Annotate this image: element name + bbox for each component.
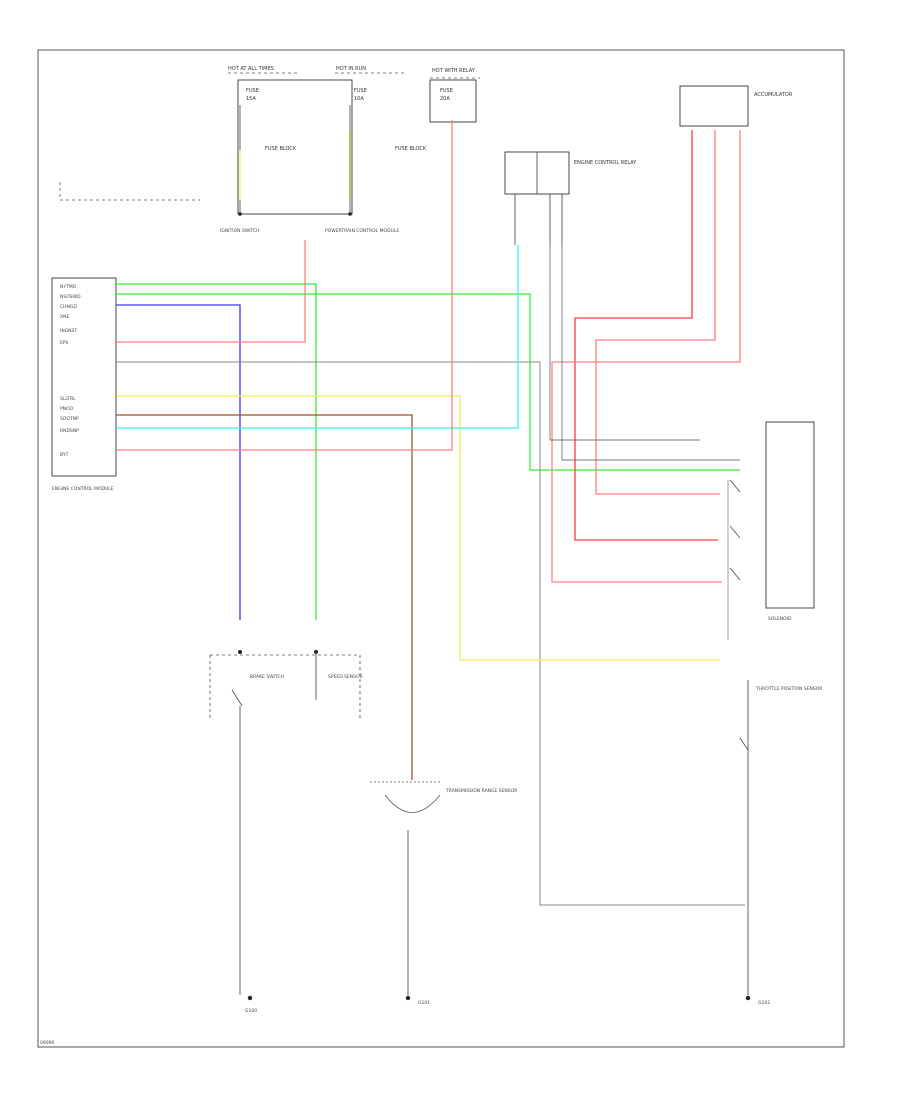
ground-b-label: G101 xyxy=(418,1000,430,1006)
accumulator-label: ACCUMULATOR xyxy=(754,92,793,98)
wire-pink-1 xyxy=(116,240,306,343)
svg-text:SOOTNP: SOOTNP xyxy=(60,416,79,422)
fuse-block-a-label: FUSE BLOCK xyxy=(265,146,297,152)
trans-range-sensor: TRANSMISSION RANGE SENSOR xyxy=(370,781,517,995)
engine-control-module: ENGINE CONTROL MODULE NYTMO NSOSWD CHNGD X… xyxy=(51,182,200,492)
powertrain-label: POWERTRAIN CONTROL MODULE xyxy=(325,228,399,234)
svg-text:XNE: XNE xyxy=(60,314,69,320)
fuse-c-label: FUSE xyxy=(440,88,453,94)
diagram-frame xyxy=(37,49,845,1048)
wire-red-1 xyxy=(574,130,718,541)
wire-green-2 xyxy=(116,293,740,471)
fuse-b-amp: 10A xyxy=(354,96,364,102)
grounds: G100 G101 G102 xyxy=(245,995,770,1014)
wire-blue xyxy=(116,304,241,620)
ground-a-label: G100 xyxy=(245,1008,257,1014)
hot-at-all-times-label: HOT AT ALL TIMES xyxy=(228,66,274,72)
speed-sensor-label: SPEED SENSOR xyxy=(328,674,363,680)
ignition-label: IGNITION SWITCH xyxy=(220,228,260,234)
svg-text:CHNGD: CHNGD xyxy=(60,304,77,310)
wire-red-2 xyxy=(595,130,720,495)
wire-gray-1 xyxy=(116,361,745,906)
hot-with-relay-label: HOT WITH RELAY xyxy=(432,68,476,74)
fuse-b-label: FUSE xyxy=(354,88,367,94)
svg-text:RNDSNP: RNDSNP xyxy=(60,428,79,434)
throttle-sensor-label: THROTTLE POSITION SENSOR xyxy=(755,686,822,692)
wire-red-3 xyxy=(551,130,741,583)
ground-c-label: G102 xyxy=(758,1000,770,1006)
fuse-a-amp: 15A xyxy=(246,96,256,102)
fuse-a-label: FUSE xyxy=(246,88,259,94)
svg-text:NYTMO: NYTMO xyxy=(60,284,77,290)
wire-brown xyxy=(116,414,413,780)
engine-control-relay-label: ENGINE CONTROL RELAY xyxy=(574,160,637,166)
fuse-block-top: HOT AT ALL TIMES HOT IN RUN HOT WITH REL… xyxy=(220,66,480,234)
svg-text:PNOO: PNOO xyxy=(60,406,74,412)
engine-control-relay: ENGINE CONTROL RELAY xyxy=(504,151,637,245)
brake-switch-block: BRAKE SWITCH SPEED SENSOR xyxy=(209,650,363,995)
fuse-c-amp: 20A xyxy=(440,96,450,102)
hot-in-run-label: HOT IN RUN xyxy=(336,66,366,72)
svg-text:SLLTRL: SLLTRL xyxy=(60,396,76,402)
brake-switch-label: BRAKE SWITCH xyxy=(250,674,284,680)
fuse-block-b-label: FUSE BLOCK xyxy=(395,146,427,152)
svg-text:BYT: BYT xyxy=(60,452,69,458)
svg-text:NSOSWD: NSOSWD xyxy=(60,294,81,300)
ecm-label: ENGINE CONTROL MODULE xyxy=(52,486,114,492)
wire-relay-2 xyxy=(561,245,740,461)
trans-range-label: TRANSMISSION RANGE SENSOR xyxy=(445,788,517,794)
throttle-sensor: THROTTLE POSITION SENSOR xyxy=(739,680,822,995)
wire-yellow xyxy=(116,395,720,661)
accumulator-block: ACCUMULATOR xyxy=(679,85,793,127)
wire-green-1 xyxy=(116,283,317,620)
wire-pink-2 xyxy=(116,120,453,451)
wire-relay-1 xyxy=(549,245,700,441)
page-reference: 09096 xyxy=(40,1040,54,1046)
solenoid-label: SOLENOID xyxy=(768,616,792,622)
svg-text:INGNST: INGNST xyxy=(60,328,77,334)
wire-cyan xyxy=(116,245,519,429)
solenoid-block: SOLENOID xyxy=(727,421,815,640)
svg-text:EPS: EPS xyxy=(60,340,69,346)
